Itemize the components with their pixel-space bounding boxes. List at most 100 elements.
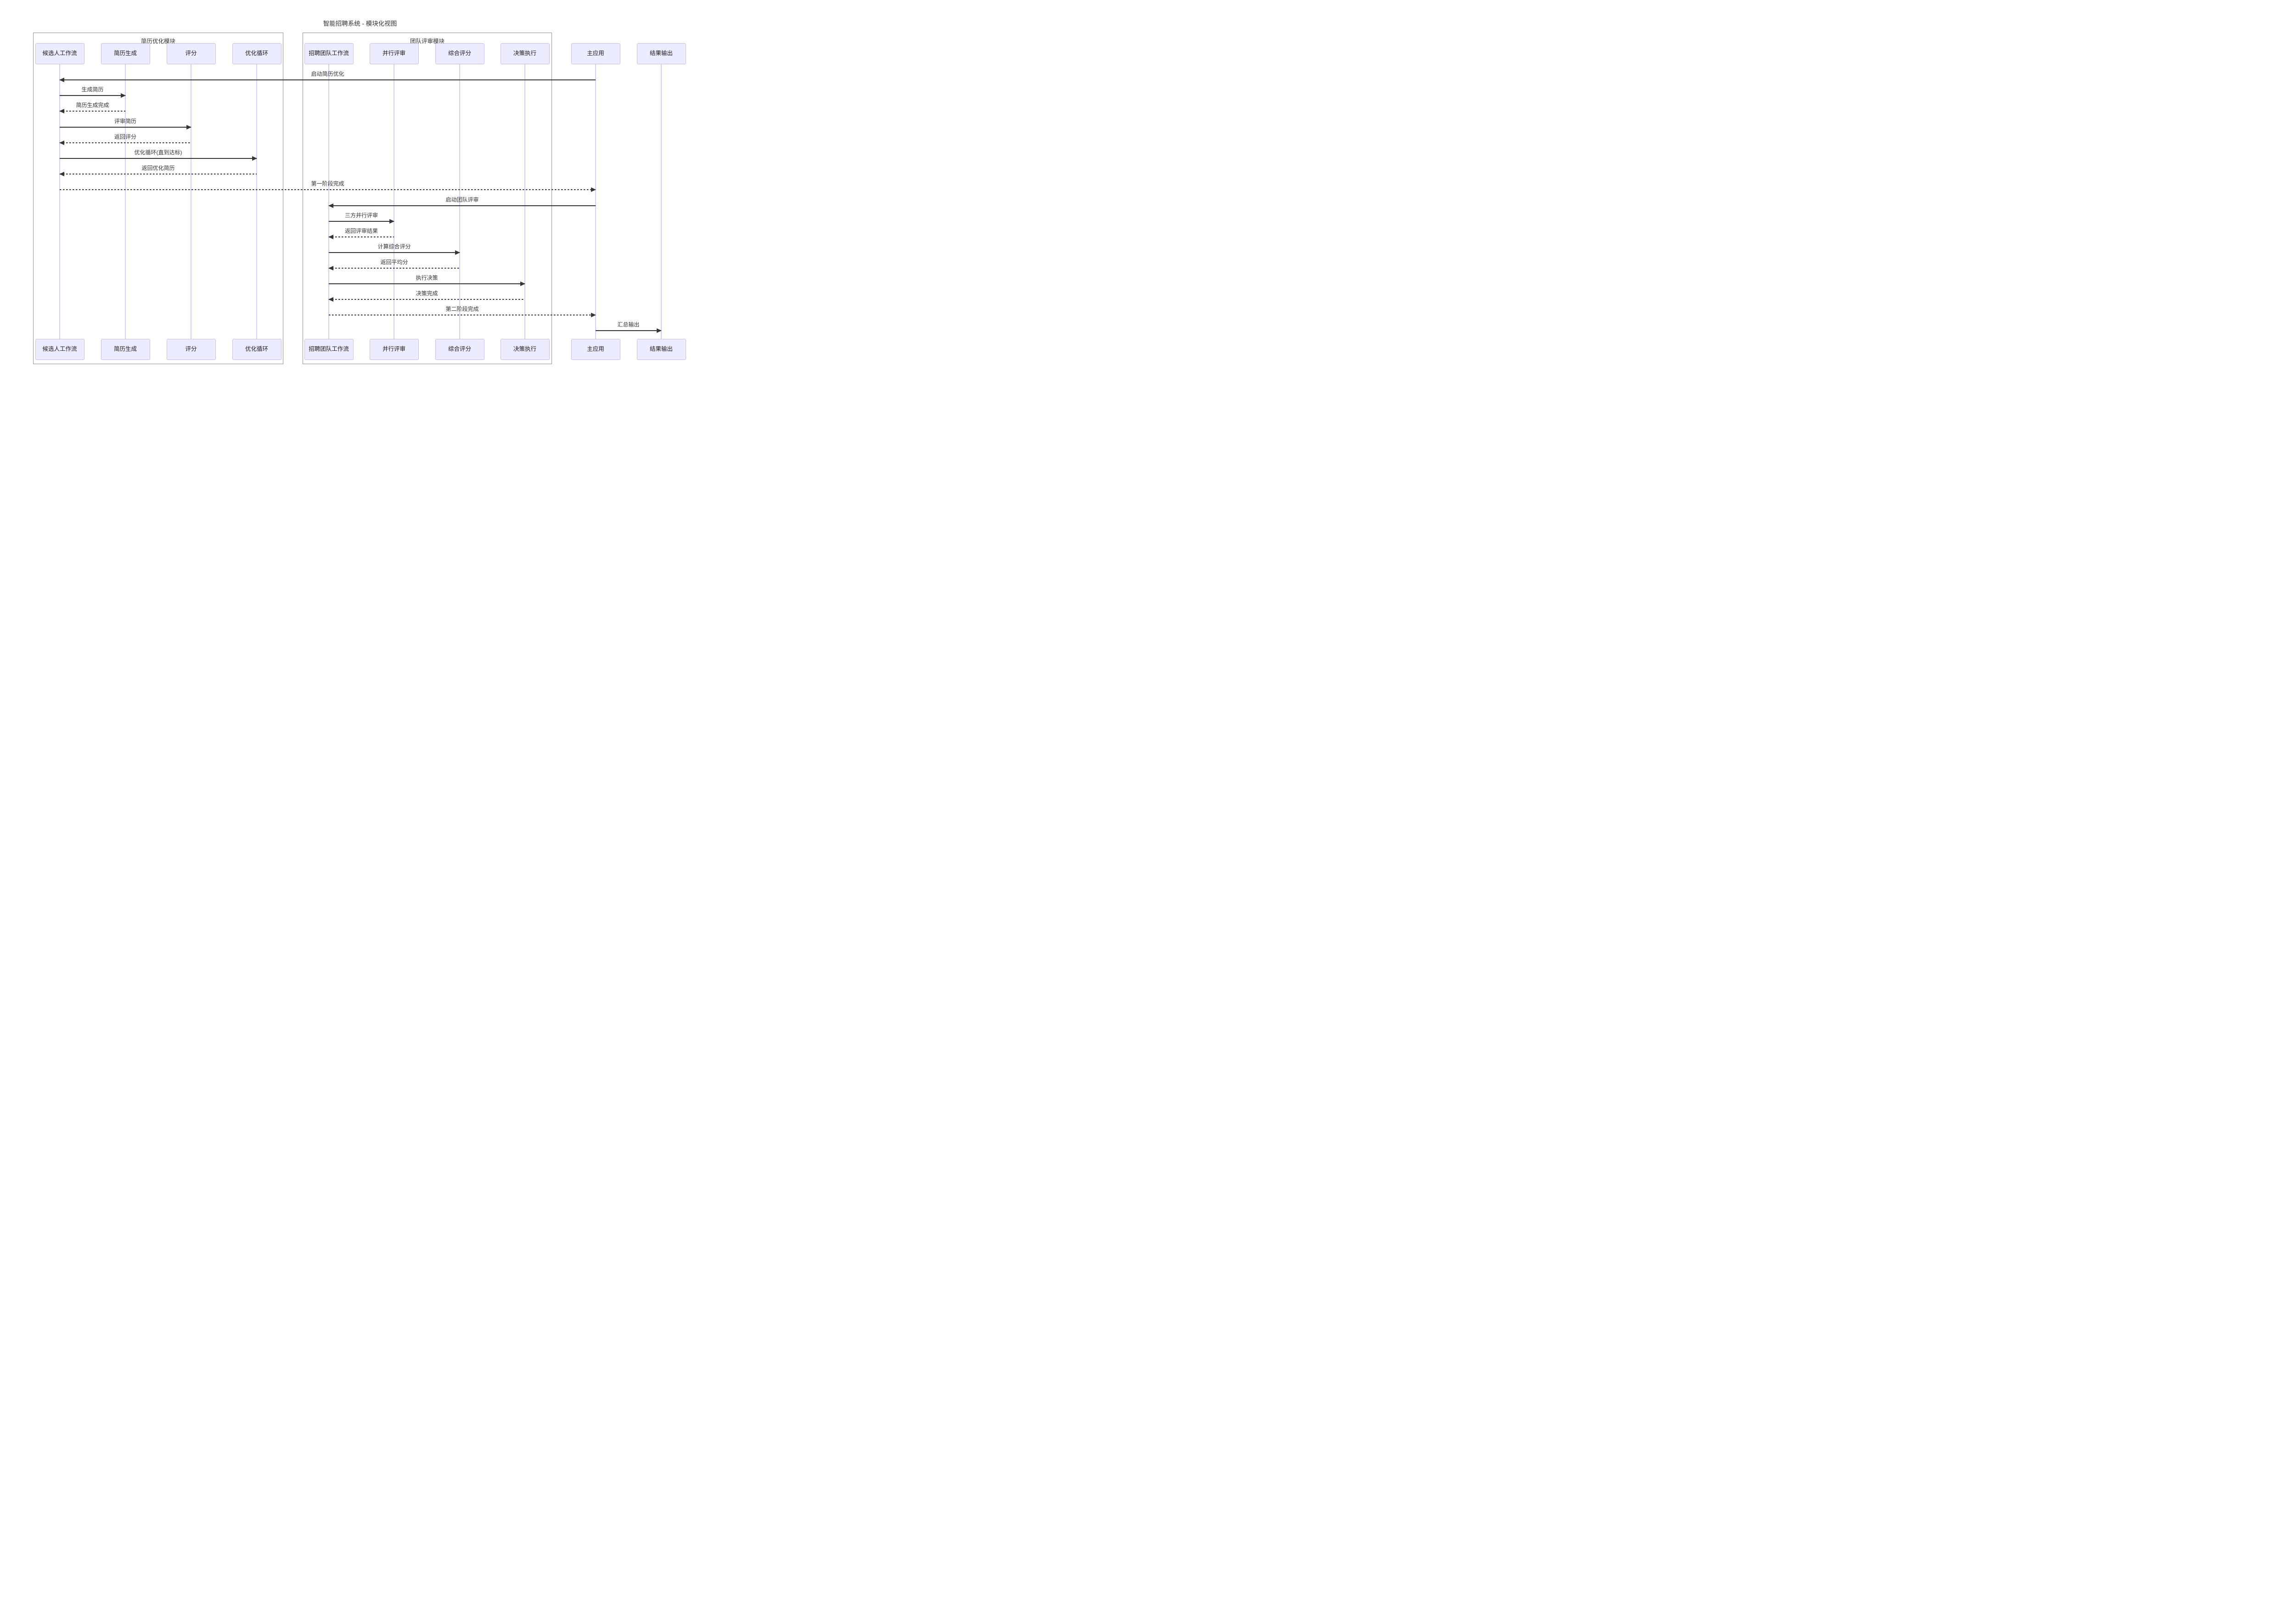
- arrowhead-icon: [328, 297, 333, 302]
- arrowhead-icon: [328, 266, 333, 270]
- message: 简历生成完成: [59, 101, 125, 113]
- lifeline: [256, 64, 257, 339]
- message-line: [60, 189, 596, 190]
- message-label: 返回平均分: [380, 259, 408, 265]
- actor-box-bottom: 结果输出: [636, 339, 686, 360]
- module-frame-resume-optimization: 简历优化模块: [33, 33, 283, 364]
- arrowhead-icon: [59, 109, 64, 113]
- arrowhead-icon: [657, 328, 662, 333]
- message: 评审简历: [60, 118, 191, 129]
- message: 优化循环(直到达标): [60, 149, 257, 161]
- message-label: 启动团队评审: [445, 197, 479, 203]
- actor-box-bottom: 简历生成: [101, 339, 150, 360]
- arrowhead-icon: [121, 93, 126, 98]
- actor-box-bottom: 候选人工作流: [35, 339, 84, 360]
- lifeline: [328, 64, 329, 339]
- actor-box-top: 主应用: [571, 43, 620, 64]
- message: 三方并行评审: [329, 212, 394, 224]
- arrowhead-icon: [186, 125, 191, 129]
- actor-box-top: 综合评分: [435, 43, 484, 64]
- message: 返回评分: [59, 133, 191, 145]
- arrowhead-icon: [59, 78, 64, 82]
- arrowhead-icon: [520, 281, 525, 286]
- message-line: [329, 283, 525, 284]
- message-label: 第一阶段完成: [311, 180, 344, 187]
- actor-box-top: 优化循环: [232, 43, 281, 64]
- arrowhead-icon: [59, 141, 64, 145]
- message-line: [329, 252, 460, 253]
- arrowhead-icon: [389, 219, 394, 224]
- actor-box-bottom: 主应用: [571, 339, 620, 360]
- actor-box-top: 结果输出: [636, 43, 686, 64]
- actor-box-top: 并行评审: [369, 43, 419, 64]
- message: 启动团队评审: [328, 196, 596, 208]
- actor-box-bottom: 综合评分: [435, 339, 484, 360]
- module-frame-team-review: 团队评审模块: [303, 33, 552, 364]
- message-line: [329, 299, 525, 300]
- actor-box-bottom: 决策执行: [500, 339, 550, 360]
- message-line: [329, 221, 394, 222]
- arrowhead-icon: [59, 172, 64, 176]
- message: 返回优化简历: [59, 164, 257, 176]
- module-label: 团队评审模块: [410, 38, 445, 45]
- message-label: 第二阶段完成: [445, 306, 479, 312]
- message: 计算综合评分: [329, 243, 460, 255]
- message: 第二阶段完成: [329, 305, 596, 317]
- arrowhead-icon: [328, 203, 333, 208]
- arrowhead-icon: [455, 250, 460, 255]
- message-line: [60, 142, 191, 143]
- actor-box-top: 招聘团队工作流: [304, 43, 354, 64]
- actor-box-bottom: 招聘团队工作流: [304, 339, 354, 360]
- message-label: 三方并行评审: [344, 212, 378, 219]
- module-label: 简历优化模块: [141, 38, 175, 45]
- message: 返回平均分: [328, 259, 460, 270]
- message: 执行决策: [329, 274, 525, 286]
- arrowhead-icon: [328, 235, 333, 239]
- message: 启动简历优化: [59, 70, 596, 82]
- message-label: 生成简历: [81, 86, 104, 93]
- message-line: [596, 330, 661, 331]
- message-label: 执行决策: [416, 275, 438, 281]
- message-label: 汇总输出: [617, 321, 640, 328]
- message-line: [60, 111, 125, 112]
- actor-box-bottom: 评分: [166, 339, 216, 360]
- message: 生成简历: [60, 86, 126, 98]
- message-line: [60, 95, 125, 96]
- lifeline: [59, 64, 60, 339]
- message: 汇总输出: [596, 321, 662, 333]
- lifeline: [595, 64, 596, 339]
- message: 第一阶段完成: [60, 180, 596, 192]
- sequence-diagram: 智能招聘系统 - 模块化视图 简历优化模块 团队评审模块 候选人工作流 简历生成…: [0, 0, 720, 384]
- message-line: [329, 236, 394, 237]
- arrowhead-icon: [591, 187, 596, 192]
- lifeline: [459, 64, 460, 339]
- message-label: 返回优化简历: [141, 165, 175, 171]
- actor-box-bottom: 并行评审: [369, 339, 419, 360]
- lifeline: [125, 64, 126, 339]
- arrowhead-icon: [252, 156, 257, 161]
- message-line: [329, 268, 460, 269]
- actor-box-top: 决策执行: [500, 43, 550, 64]
- message-label: 返回评审结果: [344, 228, 378, 234]
- message: 返回评审结果: [328, 227, 394, 239]
- actor-box-bottom: 优化循环: [232, 339, 281, 360]
- message-line: [60, 127, 191, 128]
- message-label: 评审简历: [114, 118, 136, 124]
- message-label: 优化循环(直到达标): [134, 149, 182, 156]
- diagram-title: 智能招聘系统 - 模块化视图: [323, 20, 397, 27]
- lifeline: [661, 64, 662, 339]
- message-label: 决策完成: [416, 290, 438, 297]
- actor-box-top: 简历生成: [101, 43, 150, 64]
- message-label: 计算综合评分: [377, 243, 411, 250]
- message-label: 启动简历优化: [311, 71, 344, 77]
- message-label: 返回评分: [114, 134, 136, 140]
- message-line: [60, 158, 257, 159]
- arrowhead-icon: [591, 313, 596, 317]
- actor-box-top: 评分: [166, 43, 216, 64]
- lifeline: [524, 64, 525, 339]
- message-label: 简历生成完成: [76, 102, 109, 108]
- message-line: [60, 79, 596, 80]
- message: 决策完成: [328, 290, 525, 302]
- actor-box-top: 候选人工作流: [35, 43, 84, 64]
- message-line: [329, 205, 596, 206]
